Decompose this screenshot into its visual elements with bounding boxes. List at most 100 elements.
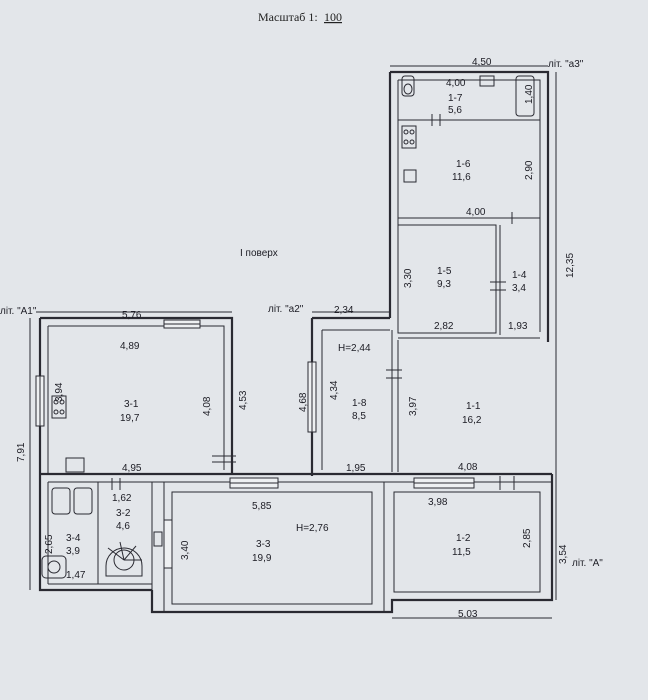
- room-3-3-id: 3-3: [256, 539, 271, 550]
- dim-5-03: 5,03: [458, 609, 478, 620]
- room-3-1-id: 3-1: [124, 399, 139, 410]
- dim-2-34: 2,34: [334, 305, 354, 316]
- dim-7-91: 7,91: [16, 442, 27, 462]
- wall-a1-top: [40, 316, 234, 474]
- burner-icon: [403, 129, 409, 135]
- room-1-6-area: 11,6: [452, 172, 471, 183]
- burner-icon: [403, 139, 409, 145]
- room-3-1-area: 19,7: [120, 413, 140, 424]
- bathtub-drain-icon: [47, 560, 61, 574]
- dim-2-90: 2,90: [524, 160, 535, 180]
- boiler-icon: [65, 457, 85, 473]
- dim-5-85: 5,85: [252, 501, 272, 512]
- room-1-4-area: 3,4: [512, 283, 526, 294]
- wall-a3-right: [390, 70, 550, 342]
- dim-4-95: 4,95: [122, 463, 142, 474]
- window-3-3-left: [163, 519, 173, 569]
- dim-1-93: 1,93: [508, 321, 528, 332]
- stair-line: [119, 541, 125, 561]
- burner-icon: [53, 399, 59, 405]
- dim-1-40: 1,40: [524, 84, 535, 104]
- dim-12-35: 12,35: [565, 253, 576, 278]
- wall-a2-inner: [321, 329, 390, 470]
- wall-a1-inner: [47, 325, 225, 474]
- windows: [35, 319, 475, 569]
- litera-a3: літ. "а3": [548, 59, 584, 70]
- room-1-2-area: 11,5: [452, 547, 471, 558]
- floor-label: І поверх: [240, 248, 278, 259]
- wall-a3-inner: [397, 79, 541, 332]
- litera-a: літ. "А": [572, 558, 603, 569]
- room-1-1-id: 1-1: [466, 401, 481, 412]
- toilet-icon: [401, 75, 415, 97]
- sink-icon: [73, 487, 93, 515]
- sink-icon: [51, 487, 71, 515]
- dim-4-00-a: 4,00: [446, 78, 466, 89]
- room-3-3-area: 19,9: [252, 553, 272, 564]
- room-1-7-area: 5,6: [448, 105, 462, 116]
- litera-a2: літ. "а2": [268, 304, 304, 315]
- radiator-icon: [153, 531, 163, 547]
- burner-icon: [53, 409, 59, 415]
- dim-4-08-b: 4,08: [458, 462, 478, 473]
- burner-icon: [59, 399, 65, 405]
- dim-3-98: 3,98: [428, 497, 448, 508]
- room-1-2-outline: [393, 491, 541, 593]
- stair-line: [107, 547, 125, 561]
- height-1: H=2,44: [338, 343, 371, 354]
- sink-icon: [479, 75, 495, 87]
- burner-icon: [409, 129, 415, 135]
- dim-4-53: 4,53: [238, 390, 249, 410]
- dim-3-54: 3,54: [558, 544, 569, 564]
- dim-4-50: 4,50: [472, 57, 492, 68]
- fixtures: [41, 75, 535, 579]
- height-2: H=2,76: [296, 523, 329, 534]
- boiler-icon: [403, 169, 417, 183]
- scale-label: Масштаб 1:: [258, 10, 318, 24]
- room-1-2-id: 1-2: [456, 533, 471, 544]
- dim-4-08-a: 4,08: [202, 396, 213, 416]
- dim-2-65: 2,65: [44, 534, 55, 554]
- burner-icon: [409, 139, 415, 145]
- partitions: [47, 119, 552, 612]
- dim-3-40: 3,40: [180, 540, 191, 560]
- room-3-4-area: 3,9: [66, 546, 80, 557]
- litera-a1: літ. "А1": [0, 306, 37, 317]
- room-3-2-id: 3-2: [116, 508, 131, 519]
- burner-icon: [59, 409, 65, 415]
- stair-line: [123, 545, 137, 561]
- dim-1-47: 1,47: [66, 570, 86, 581]
- room-3-4-id: 3-4: [66, 533, 81, 544]
- spiral-stair-icon: [105, 547, 143, 577]
- dimension-lines: [29, 65, 557, 619]
- dim-2-82: 2,82: [434, 321, 454, 332]
- room-1-6-id: 1-6: [456, 159, 471, 170]
- wall-a1-left: [38, 318, 152, 592]
- room-1-5-outline: [397, 224, 497, 334]
- labels: І поверх літ. "а3" літ. "А1" літ. "а2" л…: [0, 57, 603, 620]
- room-1-5-area: 9,3: [437, 279, 451, 290]
- dim-5-76: 5,76: [122, 310, 142, 321]
- wall-a-bottom: [150, 474, 554, 614]
- room-3-2-area: 4,6: [116, 521, 130, 532]
- room-1-7-id: 1-7: [448, 93, 463, 104]
- bathtub-icon: [515, 75, 535, 117]
- toilet-bowl-icon: [403, 83, 413, 95]
- dim-1-62: 1,62: [112, 493, 132, 504]
- room-1-5-id: 1-5: [437, 266, 452, 277]
- bathtub-icon: [41, 555, 67, 579]
- stove-icon: [401, 125, 417, 149]
- room-1-1-area: 16,2: [462, 415, 482, 426]
- dim-2-85: 2,85: [522, 528, 533, 548]
- dim-3-97: 3,97: [408, 396, 419, 416]
- room-3-3-outline: [171, 491, 373, 605]
- stove-icon: [51, 395, 67, 419]
- dim-3-94: 3,94: [54, 382, 65, 402]
- dim-4-00-b: 4,00: [466, 207, 486, 218]
- dim-3-30: 3,30: [403, 268, 414, 288]
- room-1-4-id: 1-4: [512, 270, 527, 281]
- room-1-8-area: 8,5: [352, 411, 366, 422]
- dim-4-34: 4,34: [329, 380, 340, 400]
- door-ticks: [111, 114, 515, 490]
